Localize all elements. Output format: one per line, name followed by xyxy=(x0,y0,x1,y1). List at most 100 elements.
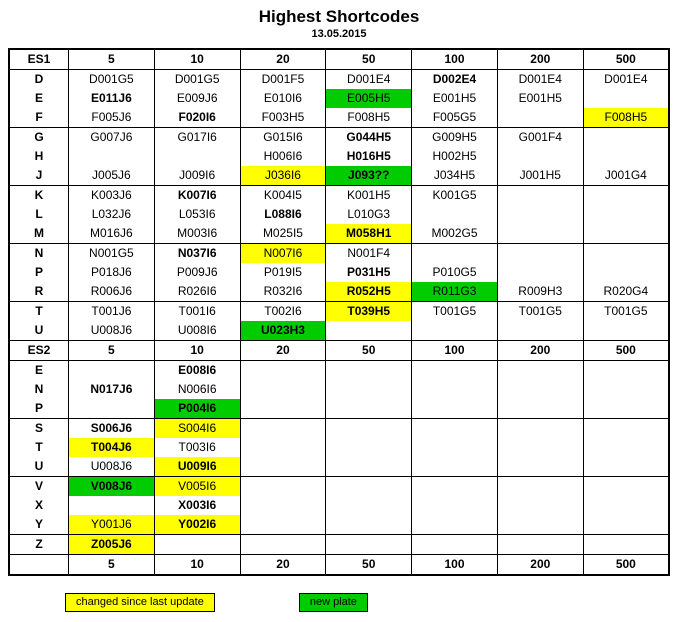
shortcode-cell: P009J6 xyxy=(153,263,241,282)
shortcode-cell: Y002I6 xyxy=(153,515,241,535)
row-label: G xyxy=(8,127,69,147)
shortcode-cell xyxy=(411,321,498,341)
shortcode-cell: N017J6 xyxy=(68,380,155,399)
shortcode-cell: T002I6 xyxy=(239,301,327,321)
shortcode-cell: T001G5 xyxy=(582,301,670,321)
shortcode-cell: F005G5 xyxy=(411,108,498,128)
shortcode-cell xyxy=(325,476,413,496)
shortcode-cell xyxy=(239,380,327,399)
shortcode-cell: R020G4 xyxy=(582,282,670,302)
page-title: Highest Shortcodes xyxy=(258,7,420,26)
row-label: Z xyxy=(8,534,69,555)
shortcode-cell xyxy=(239,418,327,438)
column-header: 5 xyxy=(68,48,155,70)
shortcode-cell xyxy=(496,496,584,515)
shortcode-cell xyxy=(496,147,584,166)
shortcode-cell xyxy=(582,360,670,380)
shortcode-cell: M025I5 xyxy=(239,224,327,244)
shortcode-cell: N006I6 xyxy=(153,380,241,399)
shortcode-cell: S006J6 xyxy=(68,418,155,438)
shortcode-cell xyxy=(582,89,670,108)
legend-new-plate-badge: new plate xyxy=(298,593,368,612)
shortcode-cell: T001J6 xyxy=(68,301,155,321)
legend: changed since last update new plate xyxy=(65,593,678,612)
shortcode-cell xyxy=(582,457,670,477)
shortcode-cell: L010G3 xyxy=(325,205,413,224)
shortcode-cell: E001H5 xyxy=(411,89,498,108)
shortcode-cell xyxy=(496,438,584,457)
shortcode-cell xyxy=(411,496,498,515)
shortcode-cell: K007I6 xyxy=(153,185,241,205)
shortcode-cell: J009I6 xyxy=(153,166,241,186)
shortcode-cell xyxy=(582,263,670,282)
shortcode-cell xyxy=(582,127,670,147)
shortcode-cell: N037I6 xyxy=(153,243,241,263)
shortcode-cell: T004J6 xyxy=(68,438,155,457)
shortcode-cell xyxy=(411,243,498,263)
footer-column-header: 5 xyxy=(68,554,155,576)
shortcode-cell xyxy=(411,457,498,477)
shortcode-cell xyxy=(582,147,670,166)
shortcode-cell: D002E4 xyxy=(411,69,498,89)
column-header: 500 xyxy=(582,48,670,70)
shortcode-cell xyxy=(239,534,327,555)
shortcode-cell xyxy=(239,438,327,457)
shortcode-cell: U008J6 xyxy=(68,457,155,477)
footer-column-header: 50 xyxy=(325,554,413,576)
shortcode-cell xyxy=(496,321,584,341)
shortcode-cell xyxy=(496,380,584,399)
shortcode-cell: U023H3 xyxy=(239,321,327,341)
row-label: P xyxy=(8,263,69,282)
shortcode-cell xyxy=(411,418,498,438)
shortcode-cell: X003I6 xyxy=(153,496,241,515)
column-header: 10 xyxy=(153,340,241,361)
shortcode-cell: K001G5 xyxy=(411,185,498,205)
shortcode-cell: G015I6 xyxy=(239,127,327,147)
shortcode-cell: M002G5 xyxy=(411,224,498,244)
shortcode-cell xyxy=(496,515,584,535)
shortcode-cell xyxy=(496,108,584,128)
shortcode-cell xyxy=(582,515,670,535)
column-header: 10 xyxy=(153,48,241,70)
shortcode-cell: D001G5 xyxy=(68,69,155,89)
shortcode-cell xyxy=(496,185,584,205)
shortcode-cell xyxy=(411,438,498,457)
row-label: T xyxy=(8,438,69,457)
section-label: ES1 xyxy=(8,48,69,70)
shortcode-cell: F003H5 xyxy=(239,108,327,128)
column-header: 50 xyxy=(325,48,413,70)
shortcode-cell xyxy=(153,147,241,166)
shortcode-cell: E008I6 xyxy=(153,360,241,380)
shortcode-cell: Z005J6 xyxy=(68,534,155,555)
shortcode-cell: E009J6 xyxy=(153,89,241,108)
footer-column-header: 500 xyxy=(582,554,670,576)
row-label: L xyxy=(8,205,69,224)
shortcode-cell xyxy=(68,147,155,166)
row-label: U xyxy=(8,457,69,477)
shortcode-cell: F005J6 xyxy=(68,108,155,128)
shortcode-cell: R011G3 xyxy=(411,282,498,302)
row-label: N xyxy=(8,243,69,263)
shortcode-cell: V005I6 xyxy=(153,476,241,496)
row-label: U xyxy=(8,321,69,341)
footer-corner xyxy=(8,554,69,576)
shortcode-cell: N001F4 xyxy=(325,243,413,263)
row-label: T xyxy=(8,301,69,321)
shortcode-cell xyxy=(411,476,498,496)
shortcode-cell: T001G5 xyxy=(411,301,498,321)
shortcode-cell: L032J6 xyxy=(68,205,155,224)
shortcode-cell xyxy=(325,418,413,438)
column-header: 500 xyxy=(582,340,670,361)
